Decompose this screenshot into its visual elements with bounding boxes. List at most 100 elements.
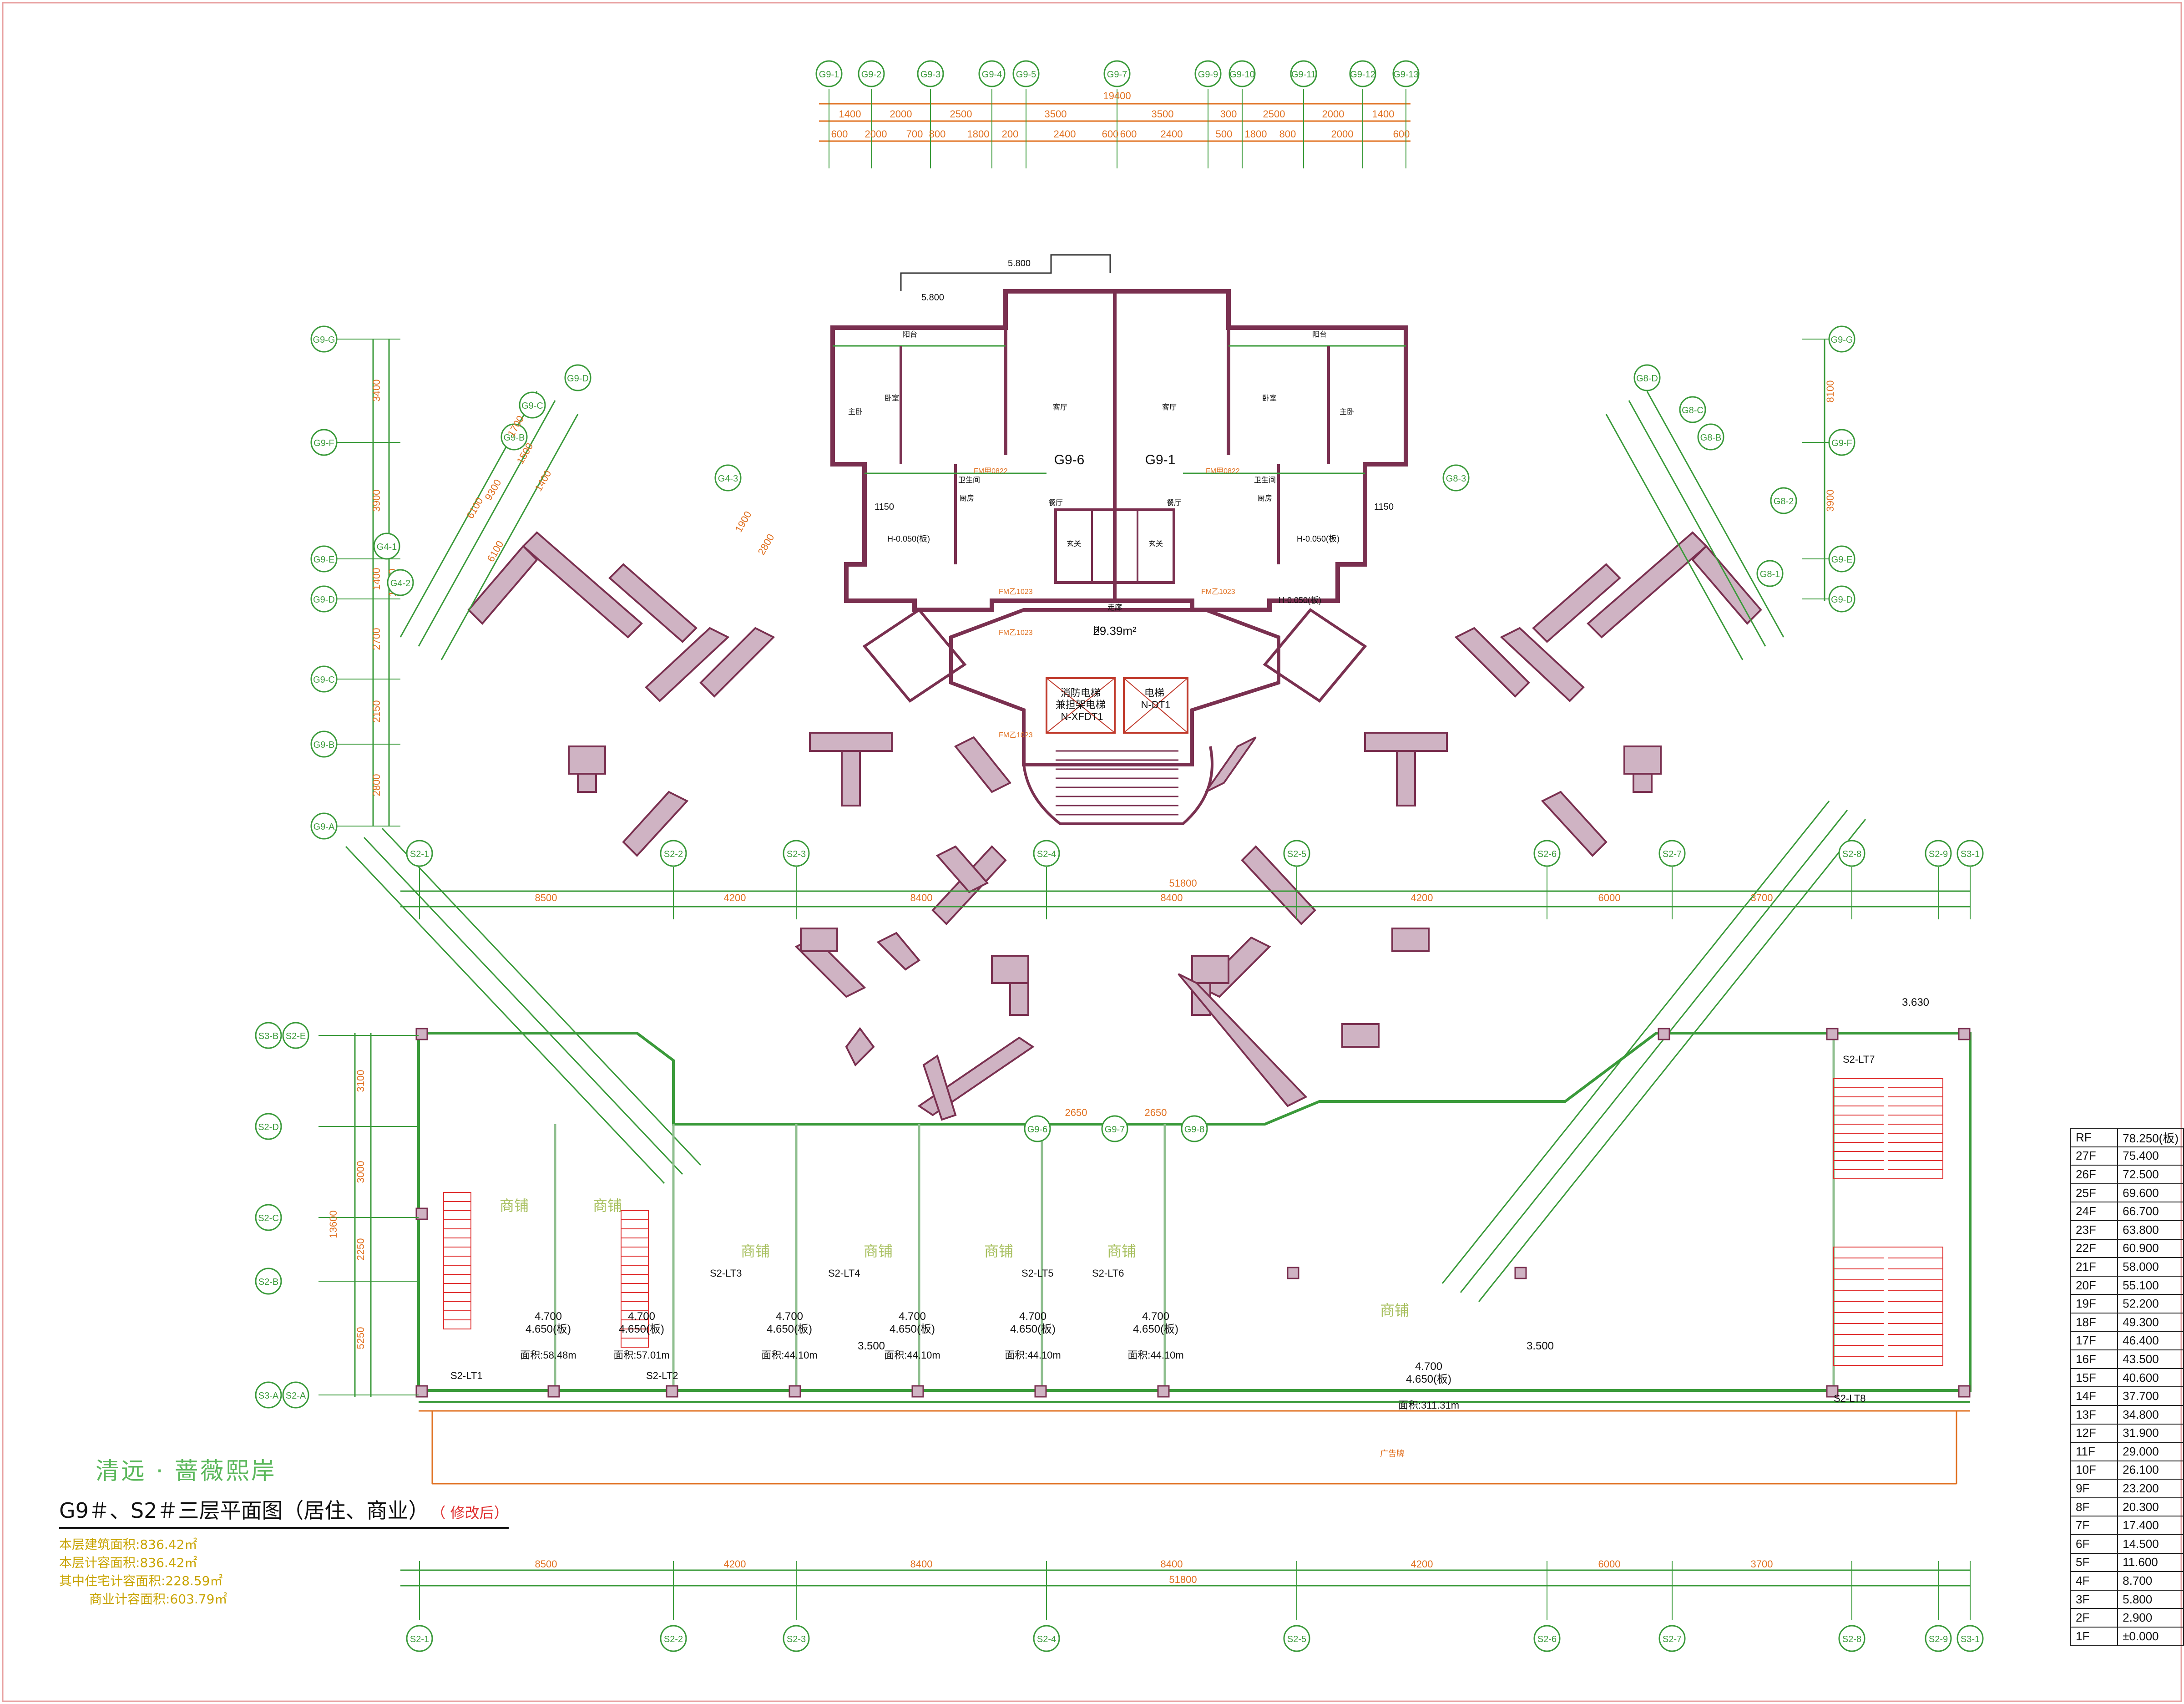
right-dim-1: 8100 bbox=[1825, 380, 1836, 403]
shop-slab-elevation: 4.650(板) bbox=[1133, 1323, 1178, 1335]
floor-name: 14F bbox=[2070, 1386, 2118, 1406]
diag-left-axis-3-text: G9-B bbox=[504, 433, 525, 443]
diag-dim-2: 6100 bbox=[464, 496, 485, 521]
s2-axis-bottom-8-text: S2-8 bbox=[1842, 1634, 1861, 1644]
s2-axis-top-9-text: S2-9 bbox=[1929, 849, 1948, 859]
s2-left-dim-4: 5250 bbox=[355, 1327, 366, 1349]
sill-left: 1150 bbox=[875, 502, 894, 512]
floor-elevation: ±0.000 bbox=[2117, 1627, 2184, 1646]
floor-elevation: 52.200 bbox=[2117, 1294, 2184, 1314]
left-axis-2: G9-F bbox=[310, 429, 338, 456]
top-axis-3-text: G9-3 bbox=[920, 70, 940, 80]
left-axis-2-text: G9-F bbox=[313, 438, 334, 448]
project-name: 清远 · 蔷薇熙岸 bbox=[96, 1458, 277, 1485]
left-axis-6: G9-B bbox=[310, 730, 338, 758]
left-axis-7: G9-A bbox=[310, 812, 338, 840]
diag-left-axis-5: G4-2 bbox=[387, 569, 414, 596]
floor-elevation: 34.800 bbox=[2117, 1405, 2184, 1425]
shop-slab-elevation: 4.650(板) bbox=[619, 1323, 664, 1335]
shop-name: 商铺 bbox=[741, 1242, 770, 1260]
top-axis-2: G9-2 bbox=[858, 60, 885, 87]
shop-elevation: 4.700 bbox=[776, 1310, 803, 1323]
top-dim-r1-1: 1400 bbox=[839, 108, 861, 120]
top-axis-7: G9-9 bbox=[1194, 60, 1222, 87]
lift2-label: 电梯 N-DT1 bbox=[1141, 687, 1171, 710]
diag-right-axis-1: G8-D bbox=[1633, 364, 1661, 391]
g9-bottom-axis-3-text: G9-8 bbox=[1184, 1125, 1204, 1135]
left-dim-4: 2700 bbox=[371, 628, 382, 650]
shop-group: 商铺4.7004.650(板)面积:58.48mS2-LT1商铺4.7004.6… bbox=[450, 1197, 1459, 1411]
transfer-column-27 bbox=[991, 955, 1029, 984]
transfer-column-9 bbox=[841, 750, 861, 806]
s2-axis-bottom-9-text: S2-9 bbox=[1929, 1634, 1948, 1644]
s2-axis-bottom-5-text: S2-5 bbox=[1287, 1634, 1306, 1644]
top-dim-r2-15: 600 bbox=[1393, 128, 1410, 140]
room-label: 阳台 bbox=[903, 330, 917, 339]
diag-left-axis-1-text: G9-D bbox=[567, 374, 589, 384]
g9-bottom-axis-1-text: G9-6 bbox=[1027, 1125, 1047, 1135]
area-building: 本层建筑面积:836.42㎡ bbox=[59, 1537, 197, 1552]
s2-dim-bottom-7: 3700 bbox=[1751, 1558, 1773, 1570]
shop-area: 面积:57.01m bbox=[613, 1349, 670, 1361]
s2-axis-bottom-10-text: S3-1 bbox=[1961, 1634, 1980, 1644]
diag-left-axis-2: G9-C bbox=[519, 391, 546, 419]
floor-elevation: 37.700 bbox=[2117, 1386, 2184, 1406]
floor-elevation: 58.000 bbox=[2117, 1257, 2184, 1277]
top-dim-r2-5: 1800 bbox=[967, 128, 990, 140]
s2-axis-bottom-4-text: S2-4 bbox=[1037, 1634, 1056, 1644]
top-dim-r2-2: 2000 bbox=[865, 128, 887, 140]
room-label: 厨房 bbox=[960, 494, 974, 502]
transfer-column-35 bbox=[1178, 973, 1308, 1107]
floor-elevation: 46.400 bbox=[2117, 1331, 2184, 1351]
g9-tower bbox=[830, 254, 1408, 825]
shop-elevation: 4.700 bbox=[1415, 1360, 1442, 1373]
left-axis-3-text: G9-E bbox=[313, 555, 335, 565]
floor-elevation: 2.900 bbox=[2117, 1608, 2184, 1628]
room-label: 走廊 bbox=[1107, 603, 1122, 612]
floor-name: 25F bbox=[2070, 1183, 2118, 1203]
transfer-column-38 bbox=[935, 845, 989, 893]
area-summary: 本层建筑面积:836.42㎡ 本层计容面积:836.42㎡ 其中住宅计容面积:2… bbox=[59, 1536, 509, 1608]
s2-axis-top-10-text: S3-1 bbox=[1961, 849, 1980, 859]
area-capacity: 本层计容面积:836.42㎡ bbox=[59, 1555, 197, 1570]
unit-label-right: G9-1 bbox=[1145, 452, 1176, 467]
shop-name: 商铺 bbox=[593, 1197, 622, 1214]
floor-name: 24F bbox=[2070, 1202, 2118, 1221]
left-axis-3: G9-E bbox=[310, 545, 338, 573]
s2-left-axis-4-1-text: S2-B bbox=[258, 1277, 278, 1287]
floor-elevation: 40.600 bbox=[2117, 1368, 2184, 1388]
s2-left-dim-2: 3000 bbox=[355, 1161, 366, 1183]
top-dim-r1-8: 2000 bbox=[1322, 108, 1345, 120]
top-axis-6: G9-7 bbox=[1103, 60, 1131, 87]
transfer-column-10 bbox=[622, 791, 689, 857]
shop-area: 面积:44.10m bbox=[884, 1349, 940, 1361]
drawing-title: G9＃、S2＃三层平面图（居住、商业）（ 修改后） bbox=[59, 1494, 509, 1529]
lt8-label: S2-LT8 bbox=[1834, 1393, 1866, 1404]
s2-axis-top-1-text: S2-1 bbox=[410, 849, 429, 859]
s2-axis-top-7: S2-7 bbox=[1658, 840, 1686, 867]
floor-name: 18F bbox=[2070, 1312, 2118, 1332]
transfer-column-18 bbox=[1623, 746, 1662, 775]
diag-right-axis-6: G8-3 bbox=[1442, 464, 1470, 492]
floor-elevation: 49.300 bbox=[2117, 1312, 2184, 1332]
shop-elevation: 4.700 bbox=[535, 1310, 562, 1323]
s2-left-axis-1-2-text: S2-E bbox=[286, 1031, 306, 1041]
diagonal-axis-group: G9-DG9-CG9-BG4-1G4-2G4-3G8-DG8-CG8-BG8-1… bbox=[373, 364, 1797, 596]
left-axis-5-text: G9-C bbox=[313, 675, 335, 685]
g9-bottom-axis-3: G9-8 bbox=[1181, 1115, 1208, 1142]
g9-bottom-axis-2-text: G9-7 bbox=[1105, 1125, 1125, 1135]
left-dim-3: 1400 bbox=[371, 568, 382, 590]
top-axis-3: G9-3 bbox=[917, 60, 944, 87]
s2-dim-total-top: 51800 bbox=[1169, 877, 1197, 889]
room-label: 卫生间 bbox=[1254, 476, 1276, 484]
top-axis-9-text: G9-11 bbox=[1291, 70, 1316, 80]
diag-right-axis-2-text: G8-C bbox=[1682, 406, 1704, 416]
